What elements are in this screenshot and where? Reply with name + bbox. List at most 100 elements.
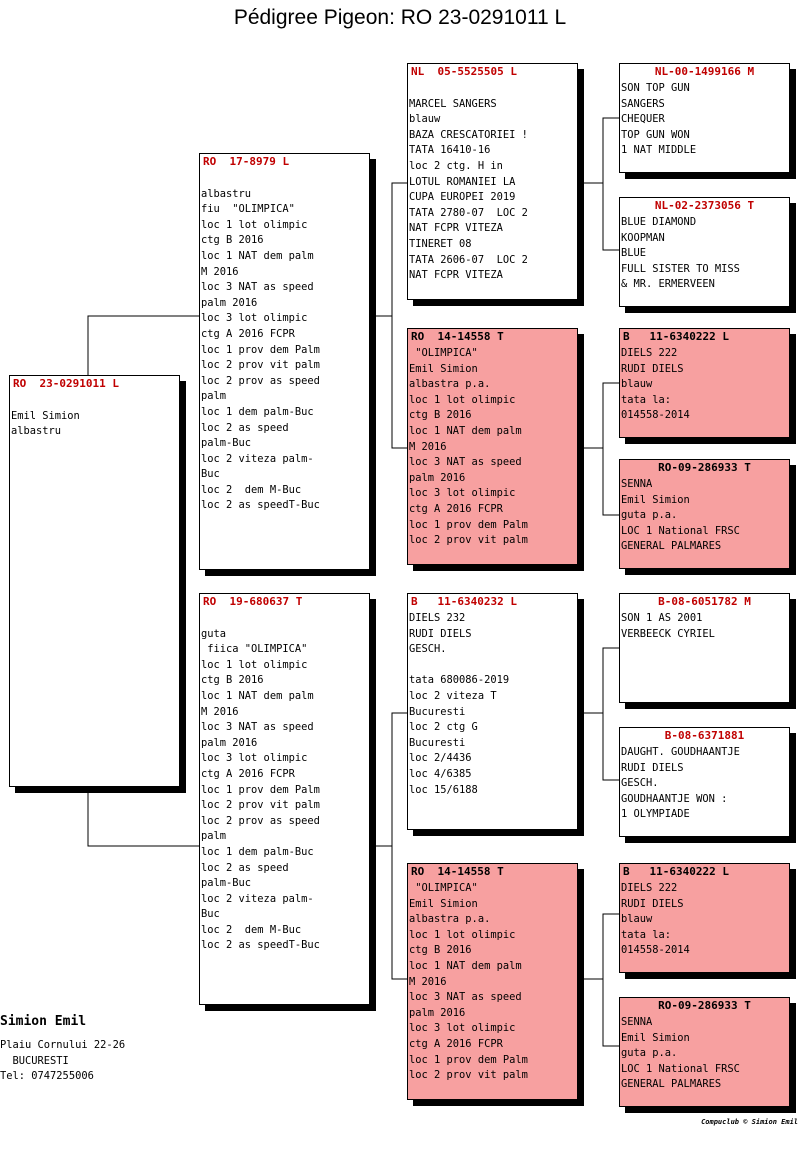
text-line: blauw	[621, 913, 653, 926]
text-line: loc 1 NAT dem palm	[201, 689, 314, 702]
text-line: M 2016	[201, 265, 239, 278]
text-line	[409, 81, 576, 97]
text-line: loc 2 prov vit palm	[201, 359, 320, 372]
text-line: ctg B 2016	[409, 409, 472, 422]
ring-number: B 11-6340222 L	[623, 865, 729, 878]
text-line: loc 1 lot olimpic	[409, 393, 516, 406]
text-line: loc 2 viteza T	[409, 689, 497, 702]
ring-number: RO-09-286933 T	[658, 461, 751, 474]
text-line: loc 1 prov dem Palm	[409, 1053, 528, 1066]
text-line: loc 2/4436	[409, 752, 472, 765]
text-line: ctg A 2016 FCPR	[201, 327, 295, 340]
text-line: loc 2 ctg. H in	[409, 159, 503, 172]
text-line: loc 2 dem M-Buc	[201, 483, 302, 496]
text-line: TINERET 08	[409, 237, 472, 250]
text-line: M 2016	[409, 975, 447, 988]
text-line: blauw	[409, 113, 441, 126]
text-line: loc 3 NAT as speed	[409, 456, 522, 469]
text-line: albastra p.a.	[409, 378, 491, 391]
ring-number: RO 14-14558 T	[411, 330, 504, 343]
text-line: palm	[201, 830, 227, 843]
text-line: tata la:	[621, 928, 672, 941]
text-line: albastru	[11, 425, 62, 438]
text-line: fiica "OLIMPICA"	[201, 643, 308, 656]
text-line: loc 1 lot olimpic	[201, 218, 308, 231]
text-line: palm 2016	[201, 736, 258, 749]
text-line: M 2016	[409, 440, 447, 453]
text-line: FULL SISTER TO MISS	[621, 262, 740, 275]
text-line: loc 2 as speed	[201, 861, 289, 874]
ring-number: B-08-6051782 M	[658, 595, 751, 608]
text-line	[409, 658, 576, 674]
text-line: loc 2 as speed	[201, 421, 289, 434]
text-line: TOP GUN WON	[621, 128, 690, 141]
text-line	[201, 611, 368, 627]
text-line: palm 2016	[409, 471, 466, 484]
text-line: DIELS 232	[409, 612, 466, 624]
text-line: RUDI DIELS	[621, 362, 684, 375]
text-line: albastra p.a.	[409, 913, 491, 926]
text-line: Emil Simion	[621, 493, 690, 506]
text-line: SON 1 AS 2001	[621, 612, 703, 624]
text-line: ctg A 2016 FCPR	[409, 502, 503, 515]
text-line: Tel: 0747255006	[0, 1070, 94, 1083]
footer-credit: Compuclub © Simion Emil	[701, 1118, 798, 1126]
text-line: MARCEL SANGERS	[409, 97, 497, 110]
text-line: guta	[201, 627, 227, 640]
text-line: loc 2 dem M-Buc	[201, 923, 302, 936]
text-line: ctg B 2016	[201, 674, 264, 687]
text-line: KOOPMAN	[621, 231, 665, 244]
text-line: loc 1 lot olimpic	[201, 658, 308, 671]
text-line: loc 2 as speedT-Buc	[201, 939, 320, 952]
text-line: guta p.a.	[621, 509, 678, 522]
text-line: loc 1 dem palm-Buc	[201, 405, 314, 418]
text-line: loc 2 prov vit palm	[409, 534, 528, 547]
text-line: loc 1 prov dem Palm	[201, 343, 320, 356]
text-line: BAZA CRESCATORIEI !	[409, 128, 528, 141]
text-line: M 2016	[201, 705, 239, 718]
text-line: Bucuresti	[409, 736, 466, 749]
text-line: loc 3 lot olimpic	[201, 752, 308, 765]
text-line: 014558-2014	[621, 409, 690, 422]
text-line: SON TOP GUN	[621, 82, 690, 94]
text-line: Emil Simion	[409, 897, 478, 910]
text-line: loc 15/6188	[409, 783, 478, 796]
ring-number: NL-00-1499166 M	[654, 65, 755, 78]
text-line: Buc	[201, 908, 220, 921]
text-line: palm 2016	[409, 1006, 466, 1019]
text-line: DIELS 222	[621, 347, 678, 359]
text-line: loc 1 NAT dem palm	[201, 249, 314, 262]
text-line: guta p.a.	[621, 1047, 678, 1060]
text-line: RUDI DIELS	[621, 897, 684, 910]
text-line: "OLIMPICA"	[409, 882, 478, 894]
text-line: loc 3 NAT as speed	[201, 721, 314, 734]
text-line: LOC 1 National FRSC	[621, 1062, 740, 1075]
text-line: GENERAL PALMARES	[621, 540, 722, 553]
text-line: CUPA EUROPEI 2019	[409, 191, 516, 204]
text-line: GENERAL PALMARES	[621, 1078, 722, 1091]
text-line: loc 4/6385	[409, 767, 472, 780]
text-line: tata 680086-2019	[409, 674, 510, 687]
text-line: 014558-2014	[621, 944, 690, 957]
text-line: SANGERS	[621, 97, 665, 110]
ring-number: RO-09-286933 T	[658, 999, 751, 1012]
text-line: palm-Buc	[201, 437, 252, 450]
text-line: loc 3 NAT as speed	[201, 281, 314, 294]
text-line: loc 2 prov vit palm	[409, 1069, 528, 1082]
text-line: TATA 16410-16	[409, 144, 491, 157]
text-line: loc 1 NAT dem palm	[409, 424, 522, 437]
text-line: BLUE DIAMOND	[621, 216, 697, 228]
